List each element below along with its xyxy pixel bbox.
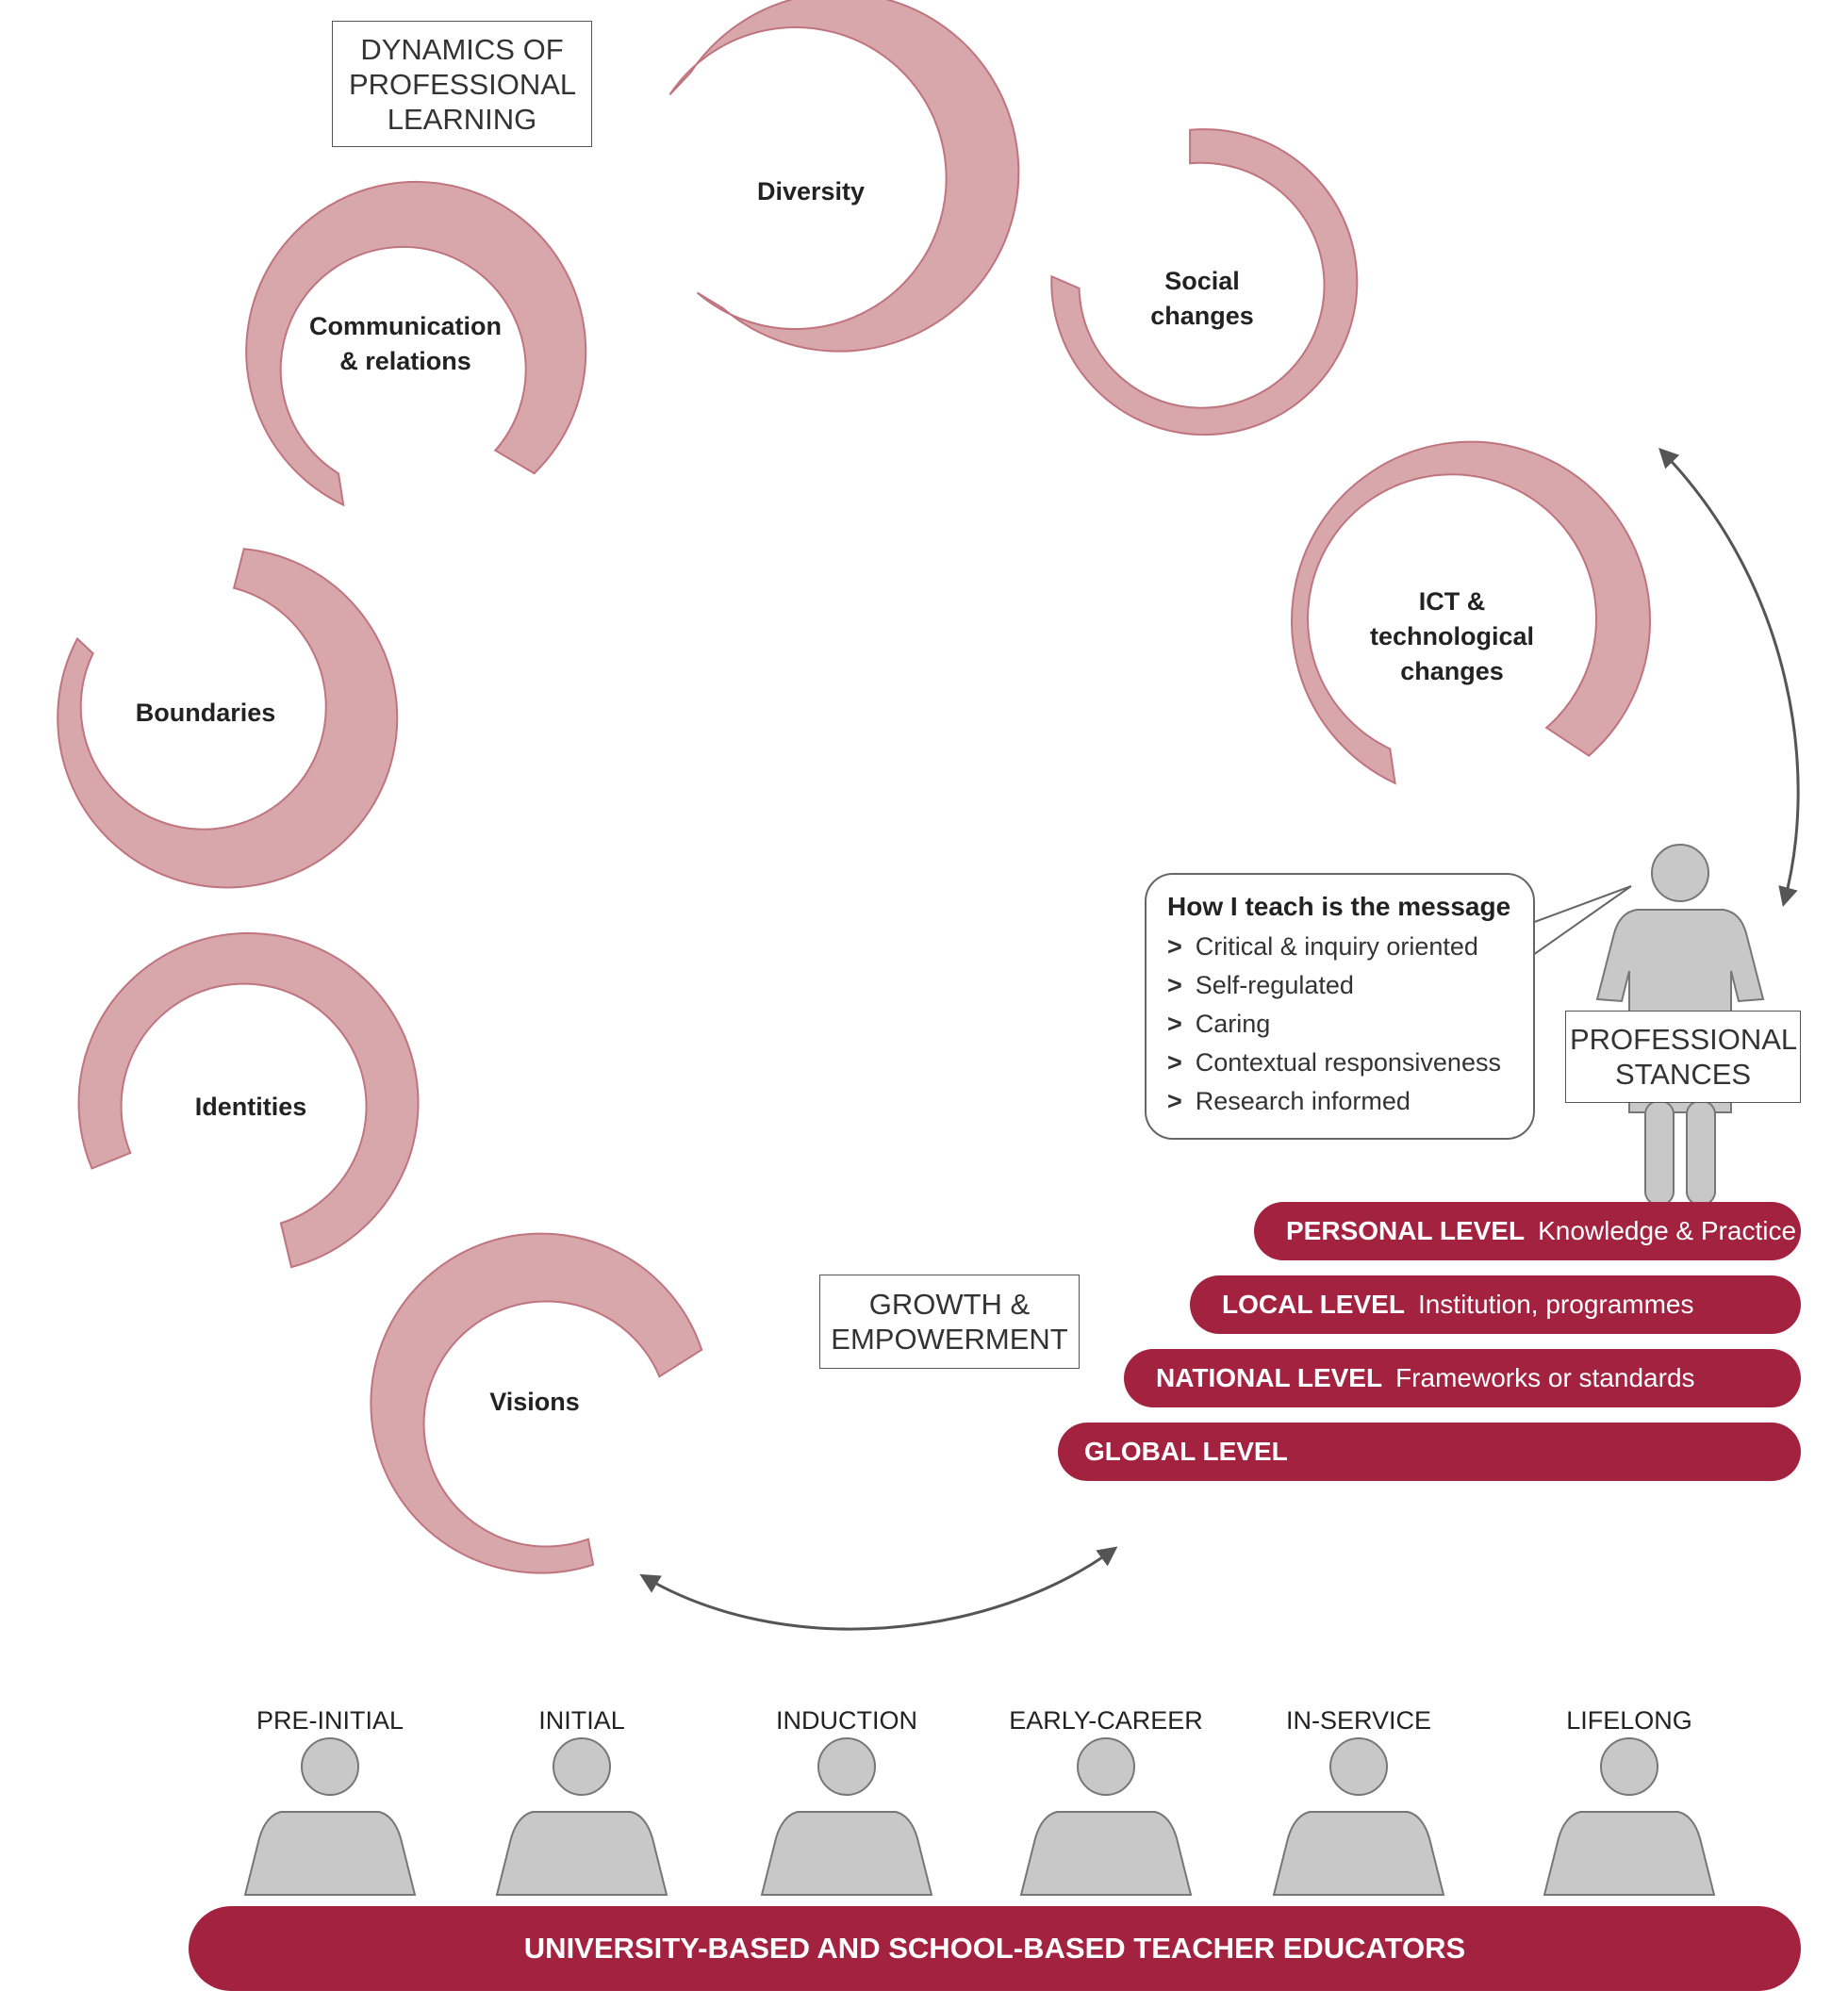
stage-label: INDUCTION xyxy=(776,1706,917,1735)
ring-label-boundaries: Boundaries xyxy=(135,699,276,727)
bubble-item: >Caring xyxy=(1167,1010,1271,1038)
seated-person-icon xyxy=(1272,1737,1445,1896)
seated-person-icon xyxy=(243,1737,417,1896)
ring-label-ict: ICT & technological changes xyxy=(1369,587,1535,685)
footer-label: UNIVERSITY-BASED AND SCHOOL-BASED TEACHE… xyxy=(523,1932,1466,1965)
seated-person-icon xyxy=(1019,1737,1193,1896)
ring-label-diversity: Diversity xyxy=(756,177,866,206)
ring-label-communication: Communication & relations xyxy=(308,312,502,375)
growth-arrow xyxy=(639,1546,1118,1631)
speech-bubble: How I teach is the message >Critical & i… xyxy=(1145,873,1535,1140)
ring-label-identities: Identities xyxy=(194,1093,307,1121)
bubble-item: >Critical & inquiry oriented xyxy=(1167,932,1478,961)
ring-label-social-changes: Social changes xyxy=(1150,267,1254,330)
bubble-tail xyxy=(1521,885,1632,962)
stances-arrow xyxy=(1658,447,1800,908)
seated-person-icon xyxy=(760,1737,933,1896)
communication-ring xyxy=(245,180,587,507)
bubble-item: >Contextual responsiveness xyxy=(1167,1048,1501,1077)
stances-box: PROFESSIONAL STANCES xyxy=(1565,1011,1801,1103)
boundaries-ring xyxy=(57,548,399,889)
stage-label: LIFELONG xyxy=(1566,1706,1692,1735)
teacher-educators-bar: UNIVERSITY-BASED AND SCHOOL-BASED TEACHE… xyxy=(189,1906,1801,1991)
growth-box: GROWTH & EMPOWERMENT xyxy=(819,1275,1080,1369)
title-box: DYNAMICS OF PROFESSIONAL LEARNING xyxy=(332,21,592,147)
social-changes-ring xyxy=(1050,128,1359,436)
bubble-item: >Self-regulated xyxy=(1167,971,1354,999)
diversity-ring xyxy=(668,0,1020,353)
visions-ring xyxy=(370,1232,703,1574)
stage-label: INITIAL xyxy=(538,1706,625,1735)
seated-persons xyxy=(243,1737,1716,1896)
identities-ring xyxy=(77,931,420,1269)
level-global: GLOBAL LEVEL xyxy=(1058,1423,1801,1481)
bubble-item: >Research informed xyxy=(1167,1087,1411,1115)
seated-person-icon xyxy=(495,1737,668,1896)
stage-label: PRE-INITIAL xyxy=(256,1706,404,1735)
ring-label-visions: Visions xyxy=(489,1388,580,1416)
stage-label: IN-SERVICE xyxy=(1285,1706,1432,1735)
seated-person-icon xyxy=(1543,1737,1716,1896)
stage-label: EARLY-CAREER xyxy=(1009,1706,1203,1735)
ict-ring xyxy=(1291,440,1652,785)
bubble-title: How I teach is the message xyxy=(1167,892,1511,921)
